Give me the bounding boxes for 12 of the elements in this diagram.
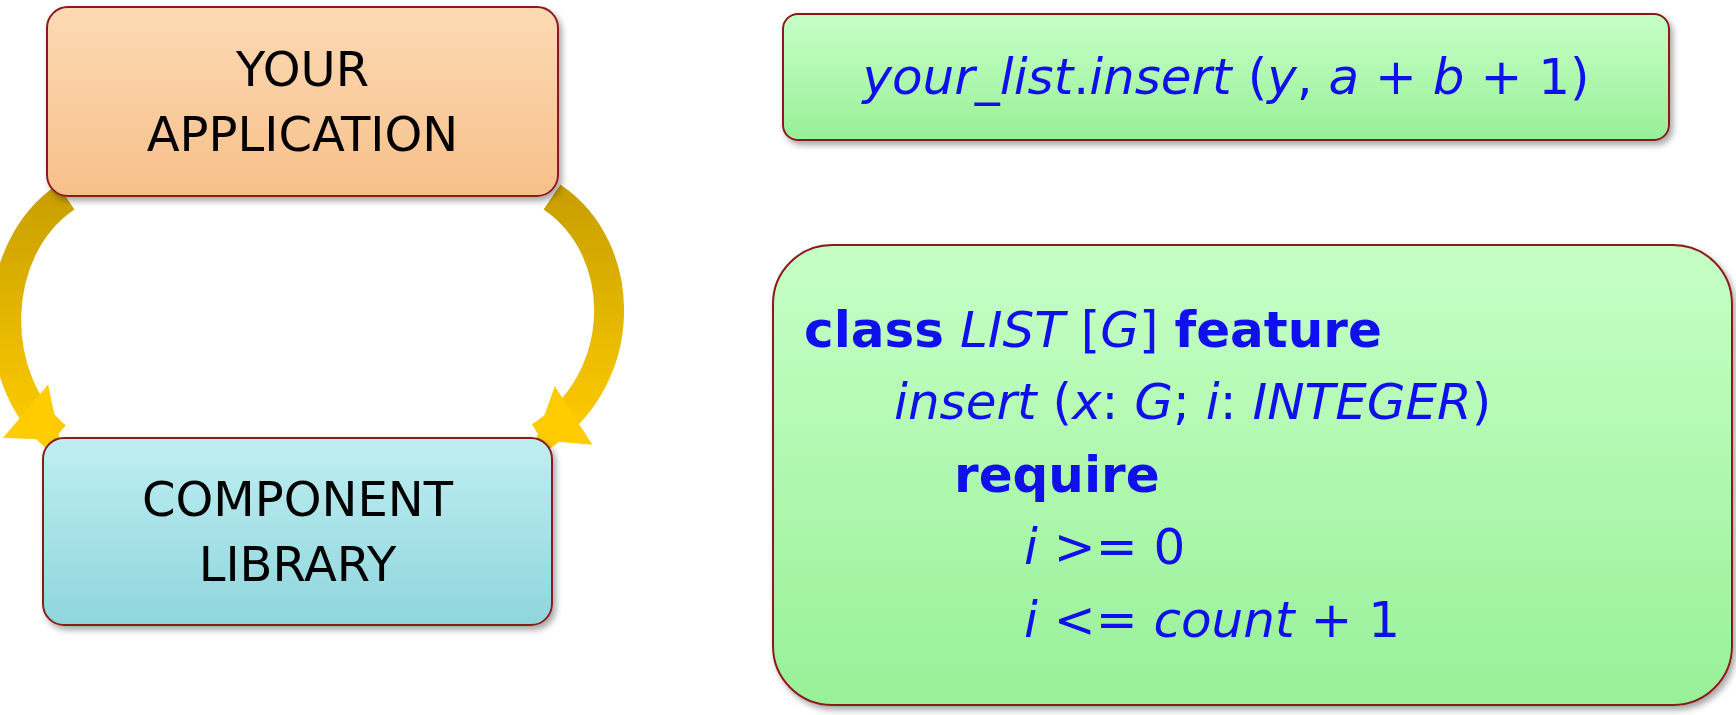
code-line: i <= count + 1 xyxy=(1024,589,1401,651)
code-line: insert (x: G; i: INTEGER) xyxy=(894,372,1492,434)
code-box xyxy=(772,244,1733,706)
component-box xyxy=(46,6,559,197)
box-label: YOUR APPLICATION xyxy=(145,39,460,164)
code-line: i >= 0 xyxy=(1024,517,1186,579)
code-line: your_list.insert (y, a + b + 1) xyxy=(862,46,1590,108)
code-box xyxy=(782,13,1670,141)
box-label: COMPONENT LIBRARY xyxy=(141,469,455,594)
code-line: require xyxy=(954,444,1160,506)
code-line: class LIST [G] feature xyxy=(804,299,1382,361)
component-box xyxy=(42,437,553,626)
